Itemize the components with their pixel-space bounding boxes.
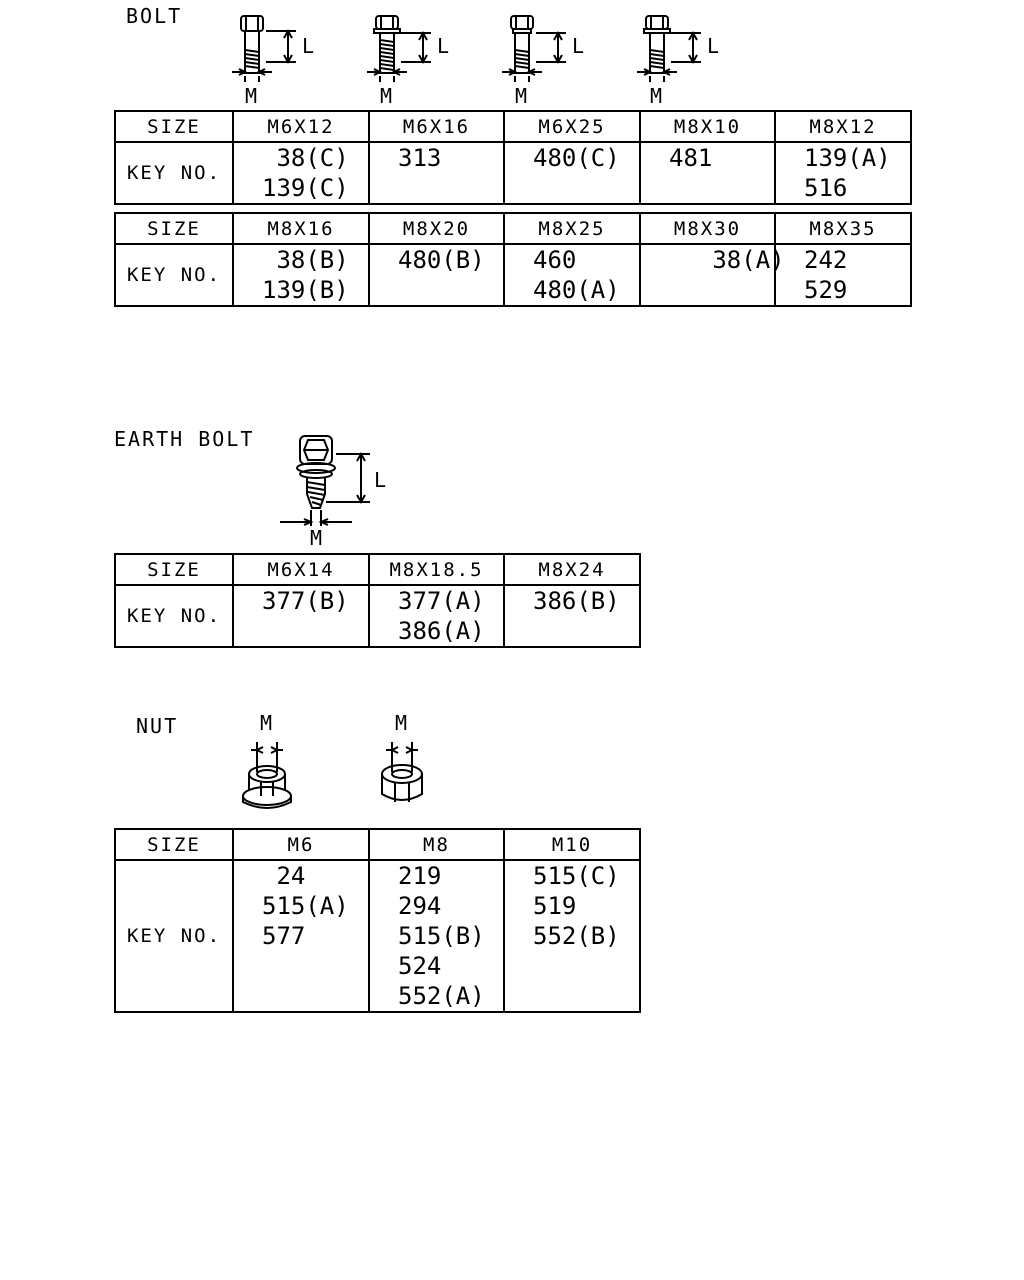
bolt-table-1: SIZE M6X12 M6X16 M6X25 M8X10 M8X12 KEY N… — [114, 110, 912, 205]
bolt-figures: L M L M L M L M — [232, 15, 719, 108]
size-header: SIZE — [114, 828, 234, 861]
key-value: 377(A) — [398, 587, 485, 615]
size-cell: M8X10 — [639, 110, 776, 143]
size-cell: M8X12 — [774, 110, 912, 143]
nut-icon-plain — [381, 742, 423, 802]
size-cell: M8X24 — [503, 553, 641, 586]
key-value: 139(B) — [262, 276, 349, 304]
size-cell: M6X25 — [503, 110, 641, 143]
size-cell: M8X20 — [368, 212, 505, 245]
bolt-icon-flange-hex — [637, 15, 701, 82]
key-cell: 38(B)139(B) — [232, 243, 370, 307]
bolt-dim-M: M — [380, 84, 392, 108]
key-cell: 38(A) — [639, 243, 785, 307]
key-value: 524 — [398, 952, 442, 980]
key-value: 242 — [804, 246, 848, 274]
key-value: 480(B) — [398, 246, 485, 274]
bolt-dim-L: L — [707, 34, 719, 58]
key-cell: 139(A)516 — [774, 141, 912, 205]
key-value: 460 — [533, 246, 577, 274]
size-cell: M8X16 — [232, 212, 370, 245]
bolt-dim-L: L — [572, 34, 584, 58]
key-value: 139(A) — [804, 144, 891, 172]
earth-bolt-table: SIZE M6X14 M8X18.5 M8X24 KEY NO. 377(B) … — [114, 553, 641, 648]
key-value: 515(C) — [533, 862, 620, 890]
size-cell: M8X35 — [774, 212, 912, 245]
bolt-dim-L: L — [302, 34, 314, 58]
key-value: 480(C) — [533, 144, 620, 172]
key-value: 480(A) — [533, 276, 620, 304]
bolt-dim-L: L — [437, 34, 449, 58]
size-cell: M6 — [232, 828, 370, 861]
nut-dim-M: M — [260, 711, 272, 735]
key-header: KEY NO. — [114, 141, 234, 205]
size-cell: M10 — [503, 828, 641, 861]
key-value: 294 — [398, 892, 442, 920]
key-cell: 377(A)386(A) — [368, 584, 505, 648]
key-value: 515(B) — [398, 922, 485, 950]
bolt-dim-M: M — [245, 84, 257, 108]
key-value: 515(A) — [262, 892, 349, 920]
key-header: KEY NO. — [114, 584, 234, 648]
key-cell: 386(B) — [503, 584, 641, 648]
key-value: 219 — [398, 862, 442, 890]
size-header: SIZE — [114, 110, 234, 143]
size-cell: M8X18.5 — [368, 553, 505, 586]
key-value: 516 — [804, 174, 848, 202]
key-value: 529 — [804, 276, 848, 304]
size-cell: M8X25 — [503, 212, 641, 245]
nut-section-label: NUT — [136, 714, 179, 738]
bolt-table-2: SIZE M8X16 M8X20 M8X25 M8X30 M8X35 KEY N… — [114, 212, 912, 307]
size-cell: M6X12 — [232, 110, 370, 143]
key-value: 38(B) — [262, 246, 349, 274]
key-value: 313 — [398, 144, 442, 172]
bolt-icon-plain-hex — [232, 15, 296, 82]
key-value: 519 — [533, 892, 577, 920]
key-cell: 38(C)139(C) — [232, 141, 370, 205]
key-cell: 377(B) — [232, 584, 370, 648]
size-cell: M8X30 — [639, 212, 776, 245]
earth-bolt-dim-L: L — [374, 468, 386, 492]
key-value: 24 — [262, 862, 306, 890]
key-value: 481 — [669, 144, 713, 172]
bolt-dim-M: M — [515, 84, 527, 108]
key-value: 552(B) — [533, 922, 620, 950]
key-cell: 313 — [368, 141, 505, 205]
size-header: SIZE — [114, 553, 234, 586]
key-cell: 481 — [639, 141, 776, 205]
key-header: KEY NO. — [114, 859, 234, 1013]
key-value: 377(B) — [262, 587, 349, 615]
key-value: 38(A) — [669, 246, 785, 274]
bolt-icon-washer — [502, 15, 566, 82]
bolt-dim-M: M — [650, 84, 662, 108]
earth-bolt-section-label: EARTH BOLT — [114, 427, 255, 451]
bolt-section-label: BOLT — [126, 4, 183, 28]
nut-figures: M M — [242, 711, 423, 809]
size-cell: M8 — [368, 828, 505, 861]
key-value: 38(C) — [262, 144, 349, 172]
key-value: 577 — [262, 922, 306, 950]
size-cell: M6X16 — [368, 110, 505, 143]
bolt-icon-flange — [367, 15, 431, 82]
nut-dim-M: M — [395, 711, 407, 735]
size-cell: M6X14 — [232, 553, 370, 586]
earth-bolt-dim-M: M — [310, 526, 322, 550]
key-cell: 480(B) — [368, 243, 505, 307]
key-value: 386(B) — [533, 587, 620, 615]
earth-bolt-figure: L M — [280, 435, 386, 550]
size-header: SIZE — [114, 212, 234, 245]
key-value: 139(C) — [262, 174, 349, 202]
key-cell: 480(C) — [503, 141, 641, 205]
key-value: 552(A) — [398, 982, 485, 1010]
key-value: 386(A) — [398, 617, 485, 645]
key-header: KEY NO. — [114, 243, 234, 307]
nut-icon-flange — [242, 742, 292, 809]
